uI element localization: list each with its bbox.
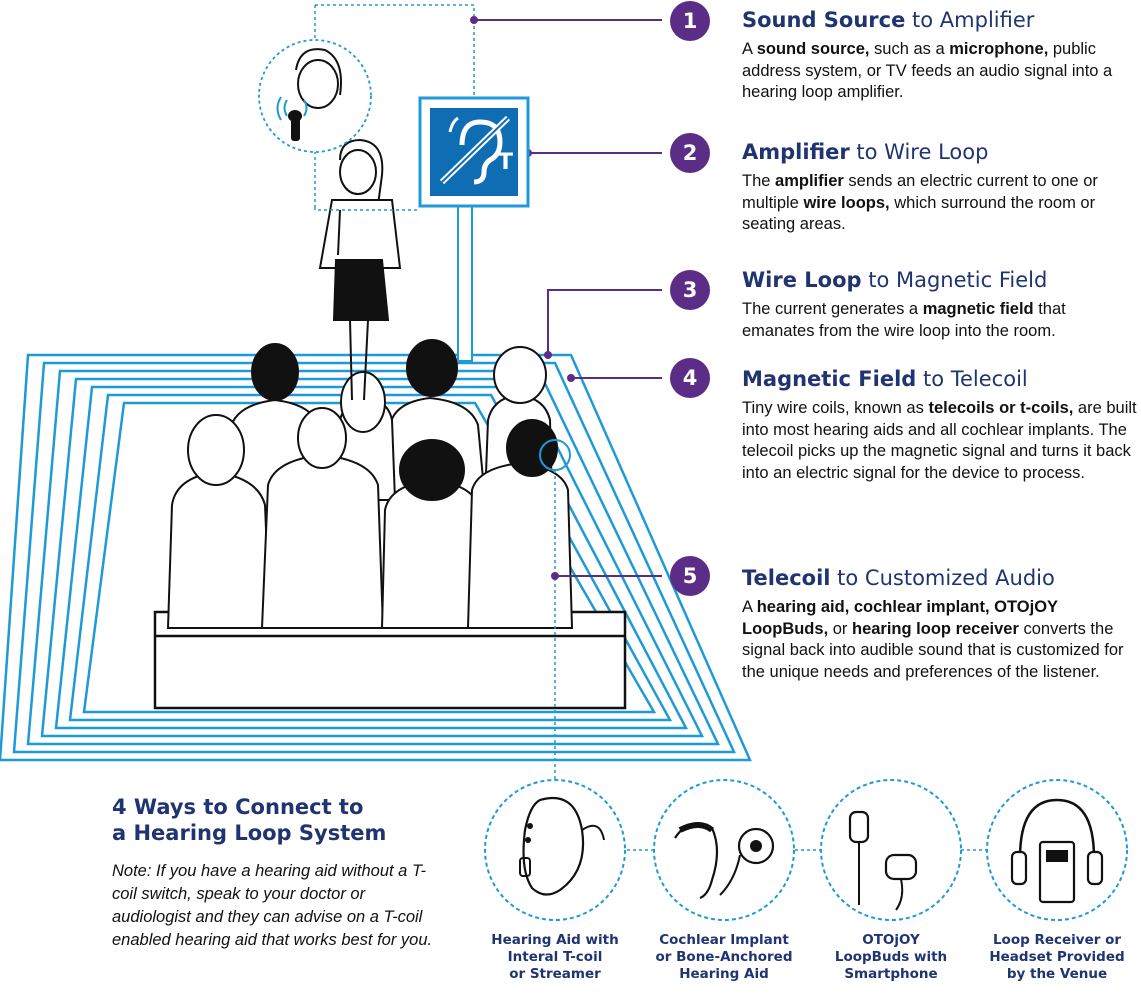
step-badge-5: 5 [670, 556, 710, 596]
step-badge-2: 2 [670, 133, 710, 173]
step-title: Magnetic Field to Telecoil [742, 367, 1028, 391]
step-5: Telecoil to Customized Audio A hearing a… [742, 566, 1137, 683]
ways-heading: 4 Ways to Connect to a Hearing Loop Syst… [112, 795, 387, 845]
step-badge-4: 4 [670, 358, 710, 398]
step-description: A hearing aid, cochlear implant, OTOjOY … [742, 598, 1124, 681]
sign-letter: T [498, 150, 514, 175]
speaker-figure [318, 138, 402, 401]
step-title: Sound Source to Amplifier [742, 8, 1035, 32]
step-description: The current generates a magnetic field t… [742, 300, 1066, 340]
step-description: A sound source, such as a microphone, pu… [742, 40, 1113, 101]
headset-receiver-icon [986, 779, 1128, 921]
audience [166, 339, 574, 629]
step-1: Sound Source to Amplifier A sound source… [742, 8, 1137, 104]
step-4: Magnetic Field to Telecoil Tiny wire coi… [742, 367, 1137, 484]
step-2: Amplifier to Wire Loop The amplifier sen… [742, 140, 1137, 236]
step-title: Wire Loop to Magnetic Field [742, 268, 1048, 292]
ways-note: Note: If you have a hearing aid without … [112, 862, 433, 949]
step-3: Wire Loop to Magnetic Field The current … [742, 268, 1137, 342]
hearing-aid-icon [484, 779, 626, 921]
microphone-speaker-icon [258, 39, 372, 153]
earbuds-icon [820, 779, 962, 921]
step-description: Tiny wire coils, known as telecoils or t… [742, 399, 1137, 482]
step-badge-3: 3 [670, 270, 710, 310]
step-title: Telecoil to Customized Audio [742, 566, 1055, 590]
step-title: Amplifier to Wire Loop [742, 140, 989, 164]
step-description: The amplifier sends an electric current … [742, 172, 1098, 233]
cochlear-implant-icon [653, 779, 795, 921]
step-badge-1: 1 [670, 1, 710, 41]
connector-lines [314, 4, 987, 851]
telecoil-highlight [539, 439, 571, 471]
hearing-loop-sign-icon [418, 96, 530, 362]
